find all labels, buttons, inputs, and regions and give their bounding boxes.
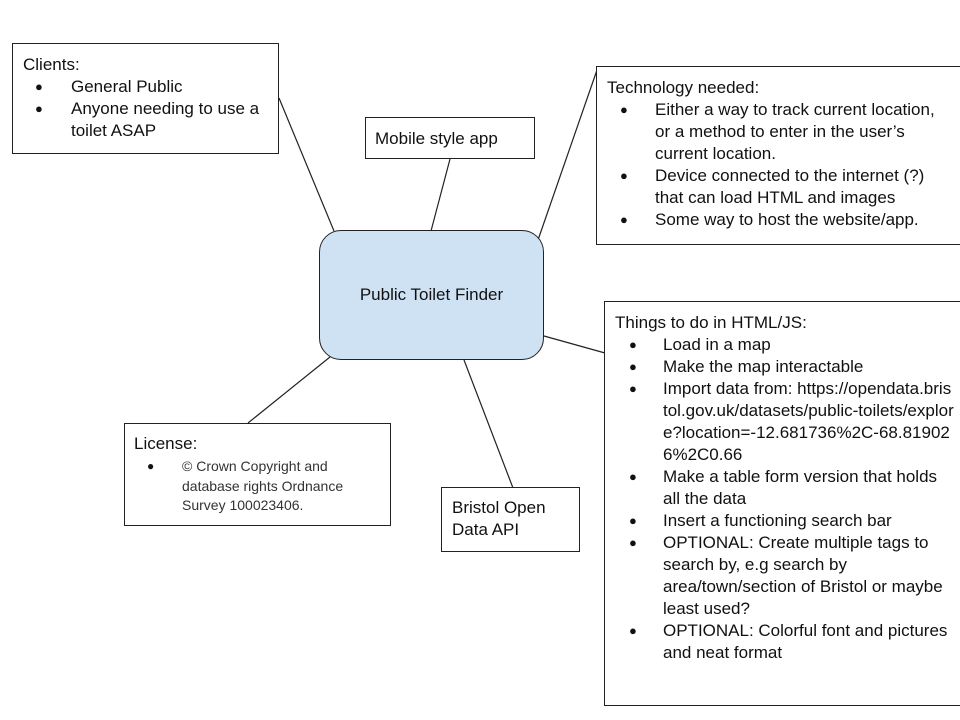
connector-clients: [278, 97, 335, 232]
list-item: Make a table form version that holds all…: [615, 466, 954, 510]
technology-node: Technology needed: Either a way to track…: [596, 66, 960, 245]
connector-bristol: [463, 359, 514, 489]
connector-license: [247, 356, 331, 424]
mobile-app-node: Mobile style app: [365, 117, 535, 159]
technology-title: Technology needed:: [607, 78, 760, 97]
list-item: Make the map interactable: [615, 356, 954, 378]
connector-technology: [537, 69, 598, 241]
clients-node: Clients: General Public Anyone needing t…: [12, 43, 279, 154]
list-item: OPTIONAL: Colorful font and pictures and…: [615, 620, 954, 664]
list-item: OPTIONAL: Create multiple tags to search…: [615, 532, 954, 620]
license-title: License:: [134, 434, 198, 453]
list-item: Load in a map: [615, 334, 954, 356]
todo-node: Things to do in HTML/JS: Load in a map M…: [604, 301, 960, 706]
bristol-api-node: Bristol Open Data API: [441, 487, 580, 552]
list-item: General Public: [23, 76, 268, 98]
list-item: Anyone needing to use a toilet ASAP: [23, 98, 268, 142]
clients-title: Clients:: [23, 55, 80, 74]
list-item: Either a way to track current location, …: [607, 99, 952, 165]
central-topic: Public Toilet Finder: [319, 230, 544, 360]
technology-list: Either a way to track current location, …: [607, 99, 952, 231]
todo-title: Things to do in HTML/JS:: [615, 313, 807, 332]
bristol-api-label: Bristol Open Data API: [452, 498, 546, 539]
connector-todo: [543, 335, 606, 354]
license-list: © Crown Copyright and database rights Or…: [134, 457, 382, 516]
license-node: License: © Crown Copyright and database …: [124, 423, 391, 526]
list-item: © Crown Copyright and database rights Or…: [134, 457, 382, 516]
connector-mobile: [430, 158, 451, 232]
list-item: Import data from: https://opendata.brist…: [615, 378, 954, 466]
clients-list: General Public Anyone needing to use a t…: [23, 76, 268, 142]
list-item: Insert a functioning search bar: [615, 510, 954, 532]
list-item: Some way to host the website/app.: [607, 209, 952, 231]
list-item: Device connected to the internet (?) tha…: [607, 165, 952, 209]
central-topic-label: Public Toilet Finder: [359, 285, 504, 304]
mobile-app-label: Mobile style app: [375, 129, 498, 148]
todo-list: Load in a map Make the map interactable …: [615, 334, 954, 664]
